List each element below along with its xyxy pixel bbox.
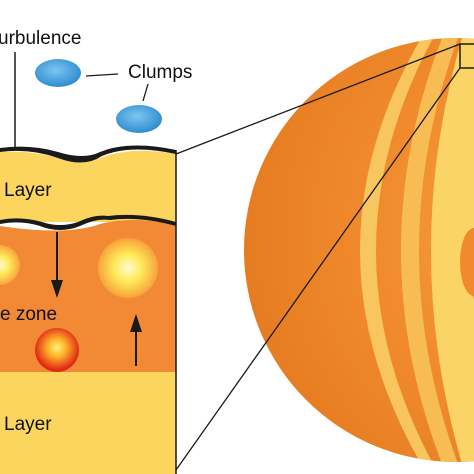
lower-layer-label: Layer — [4, 414, 52, 435]
zone-label: e zone — [0, 304, 57, 325]
upper-layer-label: Layer — [4, 180, 52, 201]
rising-bubble-right — [98, 238, 158, 298]
clump-blob-1 — [35, 59, 81, 87]
zoom-indicator — [175, 43, 474, 471]
turbulence-label: urbulence — [0, 28, 81, 49]
convection-zone — [0, 220, 176, 372]
clumps-label: Clumps — [128, 62, 192, 83]
down-arrow — [51, 232, 63, 298]
clump-blob-2 — [116, 105, 162, 133]
lower-layer — [0, 372, 176, 474]
up-arrow — [130, 314, 142, 366]
cross-section — [0, 145, 177, 474]
hot-bubble — [35, 328, 79, 372]
upper-layer — [0, 150, 176, 222]
rising-bubble-left — [0, 245, 20, 285]
clumps — [35, 59, 162, 133]
sun-sphere — [244, 38, 474, 462]
